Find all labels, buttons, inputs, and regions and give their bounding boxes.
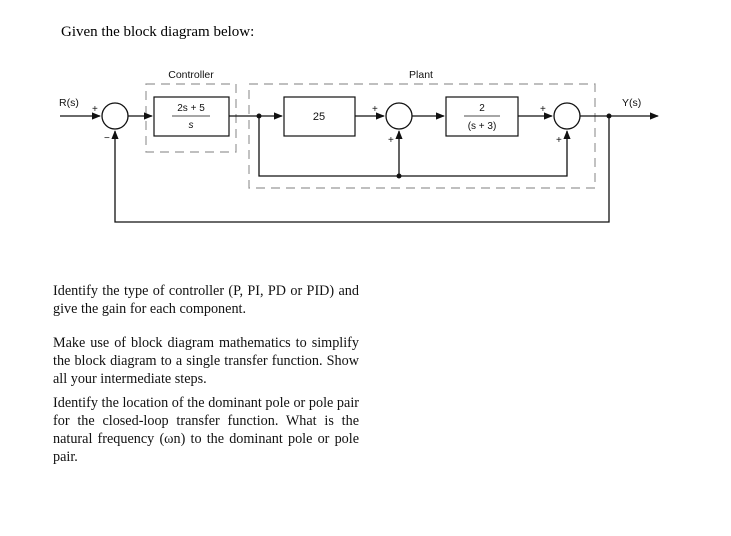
plant-numerator: 2 <box>479 103 485 114</box>
feedback-path <box>111 116 610 223</box>
controller-block: 2s + 5 s <box>153 96 230 137</box>
feedforward-path-to-sum3 <box>258 116 571 177</box>
gain-block-value: 25 <box>313 111 325 123</box>
sum1-plus-sign: + <box>92 104 98 115</box>
sum2-left-sign: + <box>372 104 378 115</box>
sum3-left-sign: + <box>540 104 546 115</box>
plant-label: Plant <box>409 69 433 81</box>
question-controller-type: Identify the type of controller (P, PI, … <box>53 283 359 317</box>
heading: Given the block diagram below: <box>61 24 255 40</box>
controller-denominator: s <box>189 120 194 131</box>
summing-junction-1: + − <box>92 102 129 144</box>
input-label: R(s) <box>59 97 79 109</box>
output-label: Y(s) <box>622 97 641 109</box>
plant-boundary <box>248 83 596 189</box>
controller-boundary <box>145 83 237 153</box>
summing-junction-2: + + <box>372 102 413 146</box>
sum1-minus-sign: − <box>104 133 110 144</box>
controller-label: Controller <box>168 69 214 81</box>
plant-denominator: (s + 3) <box>468 121 497 132</box>
controller-numerator: 2s + 5 <box>177 103 205 114</box>
sum2-bottom-sign: + <box>388 135 394 146</box>
question-dominant-pole: Identify the location of the dominant po… <box>53 395 359 465</box>
gain-block: 25 <box>283 96 356 137</box>
sum3-bottom-sign: + <box>556 135 562 146</box>
summing-junction-3: + + <box>540 102 581 146</box>
branch-point-2 <box>396 173 402 179</box>
question-simplify-diagram: Make use of block diagram mathematics to… <box>53 335 359 387</box>
block-diagram: Controller Plant R(s) Y(s) + − 2s + 5 s … <box>59 69 659 223</box>
plant-block: 2 (s + 3) <box>445 96 519 137</box>
